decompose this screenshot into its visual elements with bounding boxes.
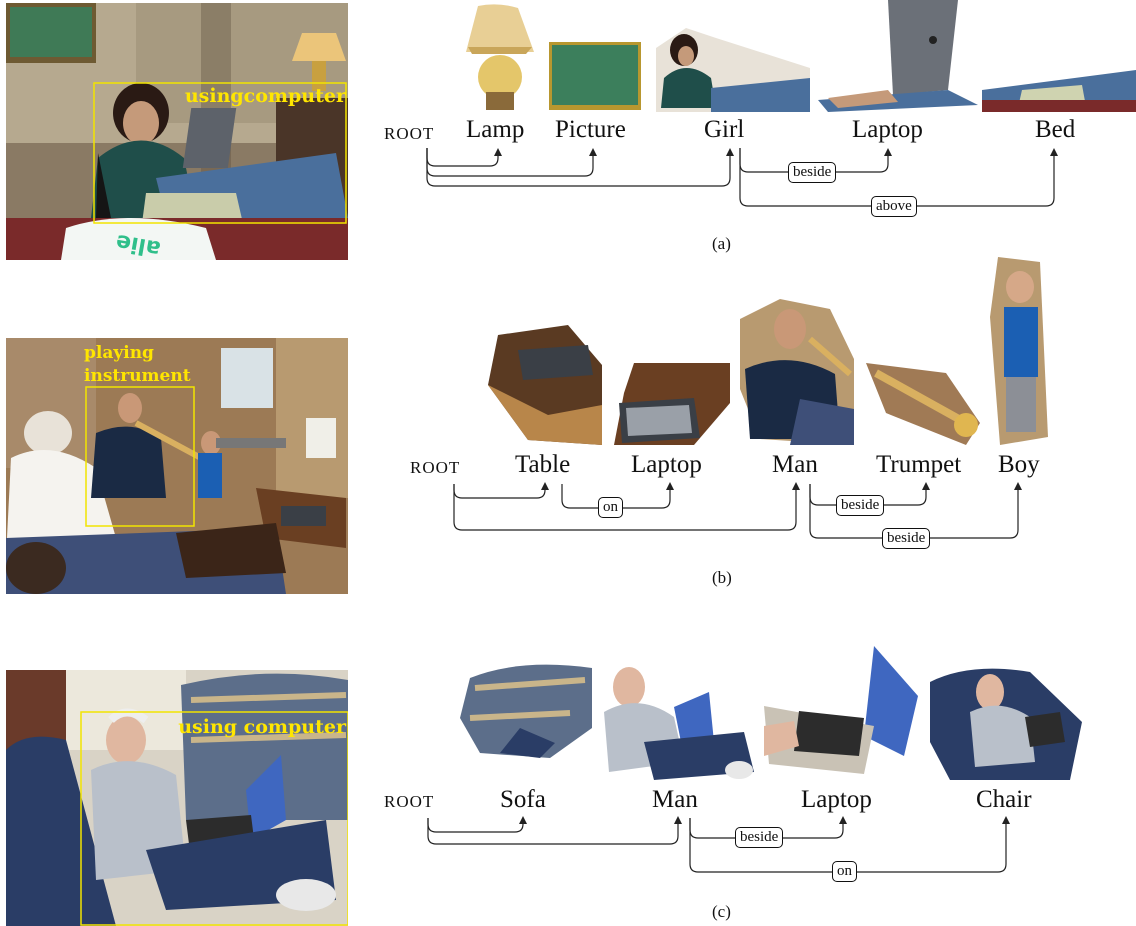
word-laptop-c: Laptop bbox=[801, 786, 872, 813]
word-boy: Boy bbox=[998, 451, 1040, 478]
photo-label-usingcomputer: usingcomputer bbox=[185, 85, 347, 107]
crop-laptop-c bbox=[764, 646, 918, 778]
dependency-arcs-a bbox=[426, 148, 1058, 207]
crop-boy bbox=[990, 257, 1048, 449]
word-bed: Bed bbox=[1035, 116, 1076, 143]
crop-bed bbox=[982, 70, 1136, 116]
root-node-b: ROOT bbox=[410, 458, 461, 477]
photo-label-playing: playing bbox=[84, 343, 154, 363]
caption-c: (c) bbox=[712, 902, 731, 921]
word-lamp: Lamp bbox=[466, 116, 525, 143]
root-node-a: ROOT bbox=[384, 124, 435, 143]
panel-a: alie usingcomputer ROOT Lamp Picture Gir… bbox=[0, 0, 1136, 260]
crop-picture bbox=[549, 42, 641, 114]
root-node-c: ROOT bbox=[384, 792, 435, 811]
crop-girl bbox=[656, 28, 810, 116]
word-man-c: Man bbox=[652, 786, 698, 813]
crop-man-c bbox=[604, 662, 754, 784]
word-sofa: Sofa bbox=[500, 786, 546, 813]
photo-label-instrument: instrument bbox=[84, 366, 191, 386]
panel-b: playing instrument ROOT Table Laptop Man… bbox=[0, 255, 1136, 600]
word-table: Table bbox=[515, 451, 571, 478]
caption-b: (b) bbox=[712, 568, 732, 587]
crop-lamp bbox=[460, 2, 540, 116]
crop-sofa bbox=[460, 658, 592, 762]
photo-label-using-computer: using computer bbox=[178, 716, 347, 738]
photo-man-using-computer: using computer bbox=[6, 670, 348, 926]
relation-beside-a: beside bbox=[788, 162, 837, 183]
crop-laptop bbox=[818, 0, 980, 116]
crop-trumpet bbox=[866, 363, 980, 449]
photo-girl-using-computer: alie usingcomputer bbox=[6, 3, 348, 260]
relation-beside-b1: beside bbox=[836, 495, 885, 516]
word-laptop-b: Laptop bbox=[631, 451, 702, 478]
panel-c: using computer ROOT Sofa Man Laptop Chai… bbox=[0, 640, 1136, 926]
photo-man-playing-instrument: playing instrument bbox=[6, 338, 348, 594]
word-picture: Picture bbox=[555, 116, 626, 143]
crop-chair bbox=[930, 662, 1082, 784]
crop-table bbox=[488, 325, 602, 449]
crop-laptop-b bbox=[614, 363, 730, 449]
word-man-b: Man bbox=[772, 451, 818, 478]
word-chair: Chair bbox=[976, 786, 1032, 813]
relation-on-c: on bbox=[832, 861, 857, 882]
word-laptop: Laptop bbox=[852, 116, 923, 143]
relation-beside-c: beside bbox=[735, 827, 784, 848]
word-trumpet: Trumpet bbox=[876, 451, 962, 478]
relation-on-b: on bbox=[598, 497, 623, 518]
dependency-arcs-c bbox=[427, 816, 1010, 873]
dependency-arcs-b bbox=[453, 482, 1022, 539]
relation-above-a: above bbox=[871, 196, 917, 217]
crop-man-b bbox=[740, 299, 854, 449]
word-girl: Girl bbox=[704, 116, 745, 143]
caption-a: (a) bbox=[712, 234, 731, 253]
relation-beside-b2: beside bbox=[882, 528, 931, 549]
